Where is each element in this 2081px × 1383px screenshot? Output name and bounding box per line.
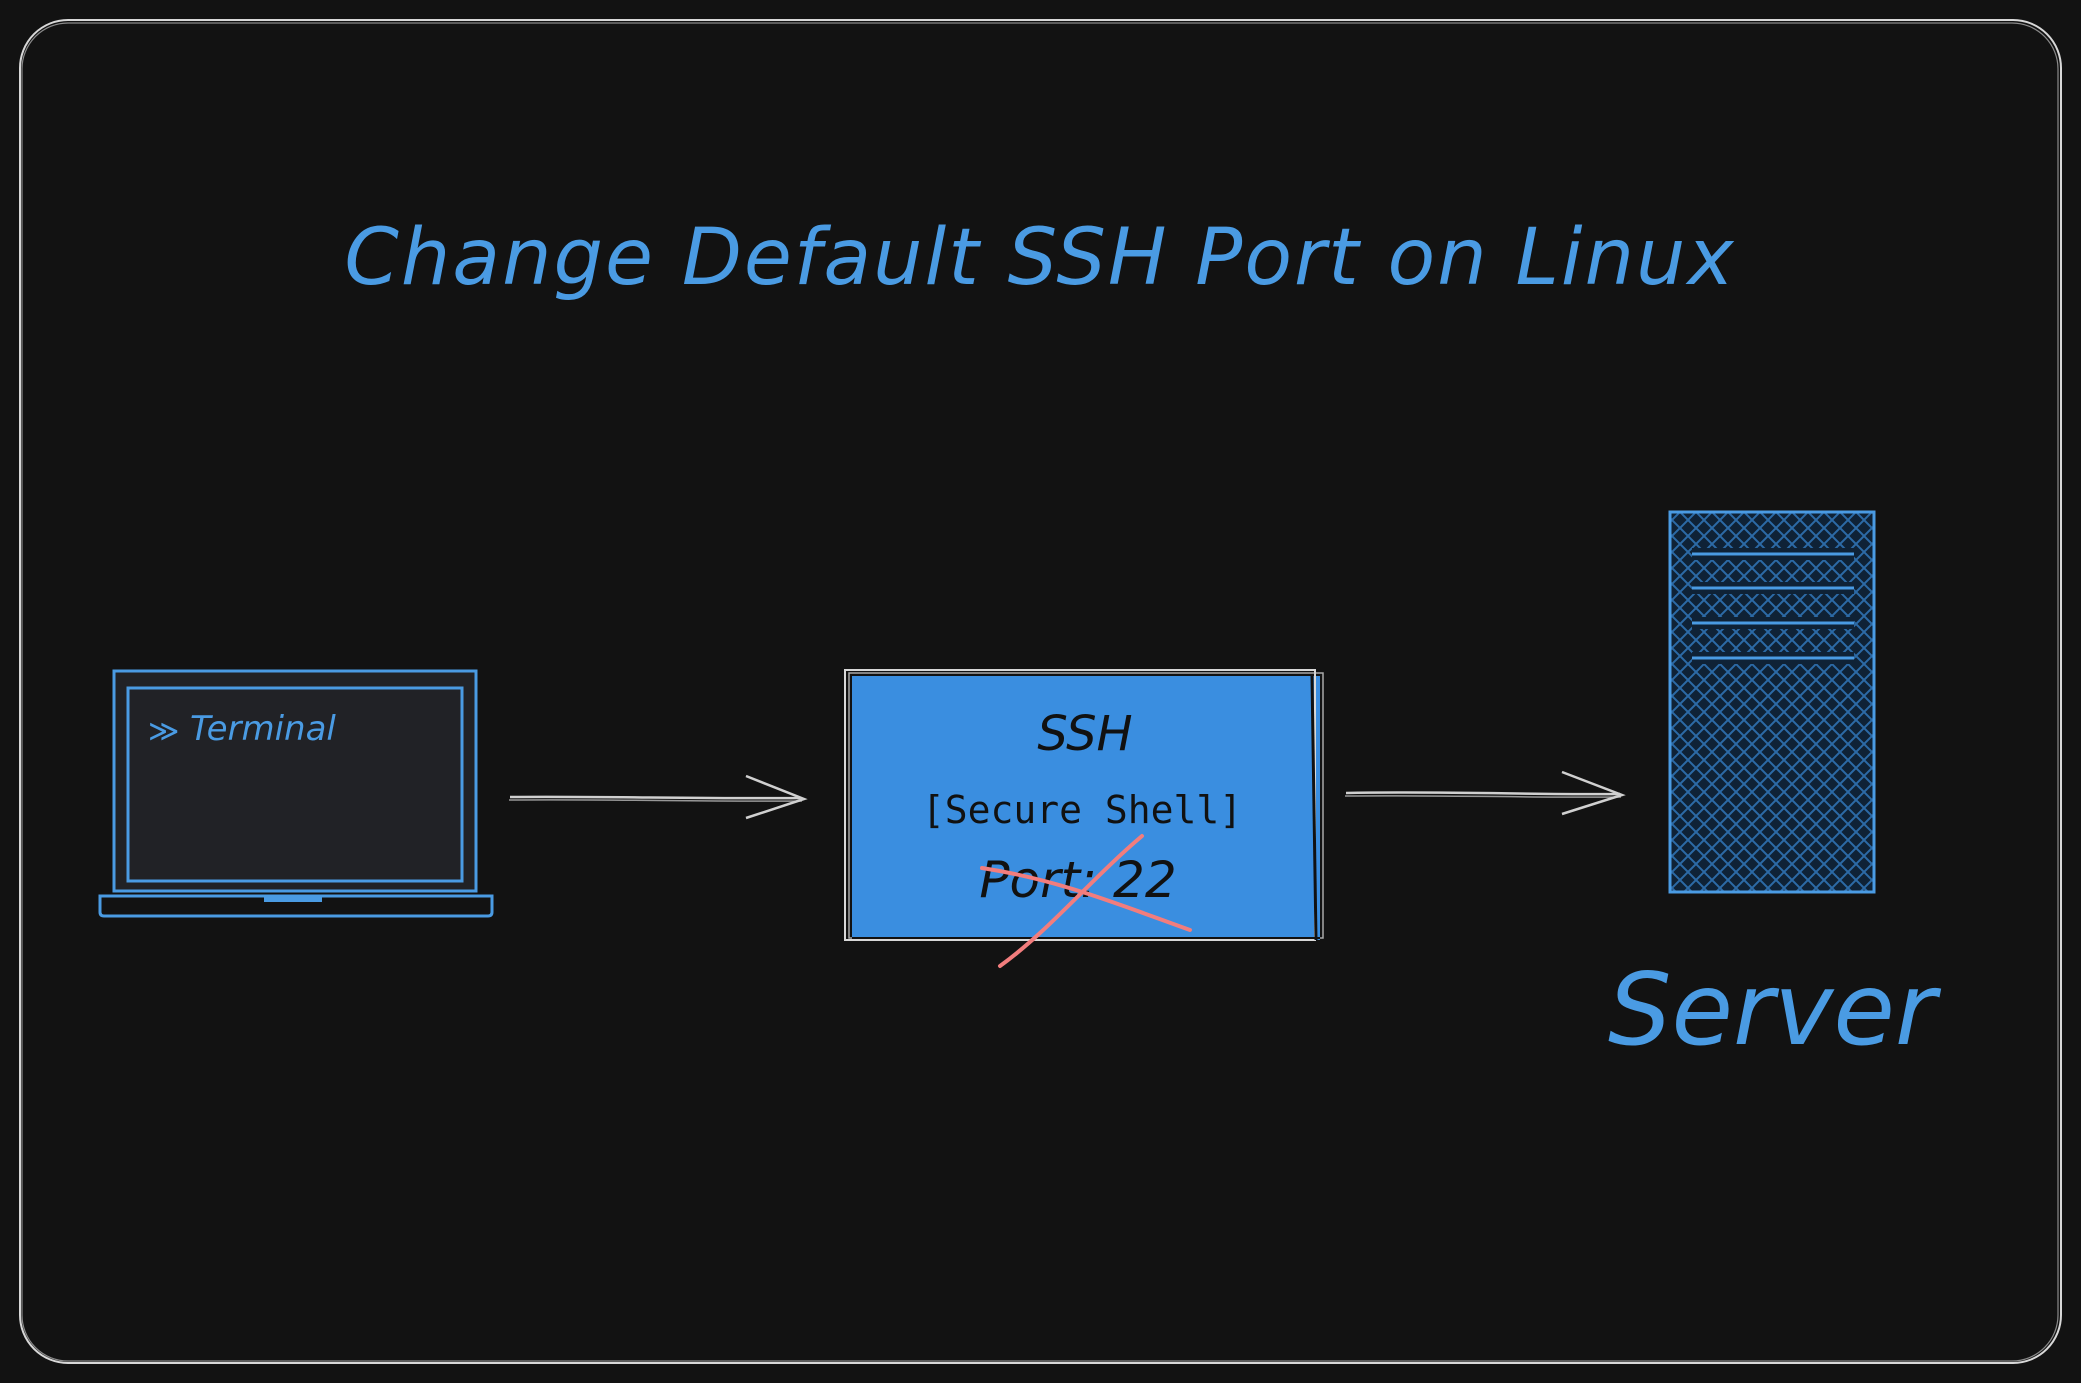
ssh-subtitle: [Secure Shell] (922, 788, 1242, 832)
laptop-icon (98, 669, 494, 918)
ssh-box (844, 669, 1324, 941)
ssh-port-label: Port: 22 (979, 851, 1176, 909)
terminal-label: Terminal (190, 709, 336, 749)
ssh-heading: SSH (1037, 706, 1132, 762)
diagram-title: Change Default SSH Port on Linux (344, 213, 1735, 303)
cross-out-mark (980, 834, 1192, 968)
arrow-right-icon (508, 774, 808, 820)
outer-frame (19, 19, 2062, 1364)
server-icon (1668, 510, 1876, 894)
arrow-right-icon (1344, 770, 1626, 816)
prompt-symbol: ≫ (148, 714, 179, 749)
server-label: Server (1608, 951, 1942, 1068)
